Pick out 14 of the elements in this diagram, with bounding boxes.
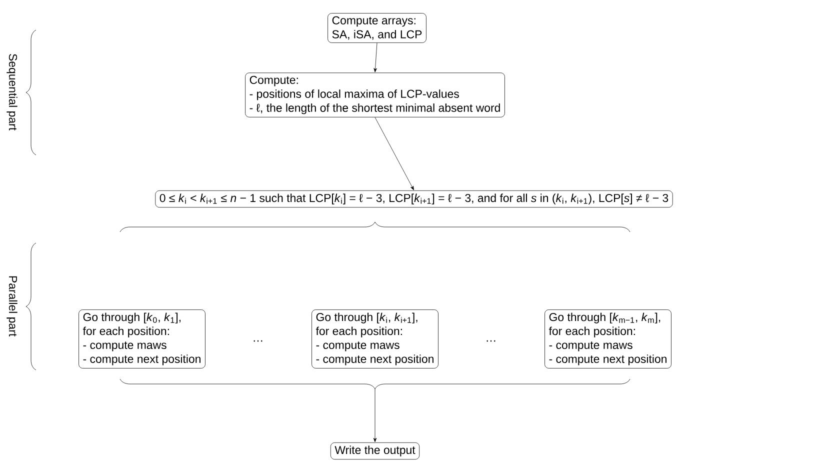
ellipsis: …	[254, 340, 262, 342]
arrow	[374, 117, 414, 190]
process-box: 0 ≤ k$_{i}$ < k$_{i+1}$ ≤ n − 1 such that LCP[k$_{i}$] = ℓ − 3, LCP[k$_{i+1}$] = ℓ − 3, and for all s in (k$_{i}$, k$_{i+1}$), LCP[s] ≠ ℓ − 3	[155, 190, 673, 208]
side-label: Parallel part	[6, 276, 18, 336]
process-box: Go through [k$_{m−1}$, k$_{m}$], for each position: - compute maws - compute next position	[544, 310, 672, 368]
process-box: Compute: - positions of local maxima of LCP-values - ℓ, the length of the shortest minimal absent word	[245, 72, 505, 118]
process-box: Compute arrays: SA, iSA, and LCP	[328, 13, 426, 43]
arrow	[373, 388, 377, 442]
side-label: Sequential part	[6, 54, 18, 130]
ellipsis: …	[486, 340, 496, 342]
process-box: Go through [k$_{i}$, k$_{i+1}$], for each position: - compute maws - compute next position	[312, 310, 438, 368]
arrow	[374, 42, 378, 72]
process-box: Write the output	[330, 442, 420, 460]
process-box: Go through [k$_{0}$, k$_{1}$], for each position: - compute maws - compute next position	[78, 310, 206, 368]
